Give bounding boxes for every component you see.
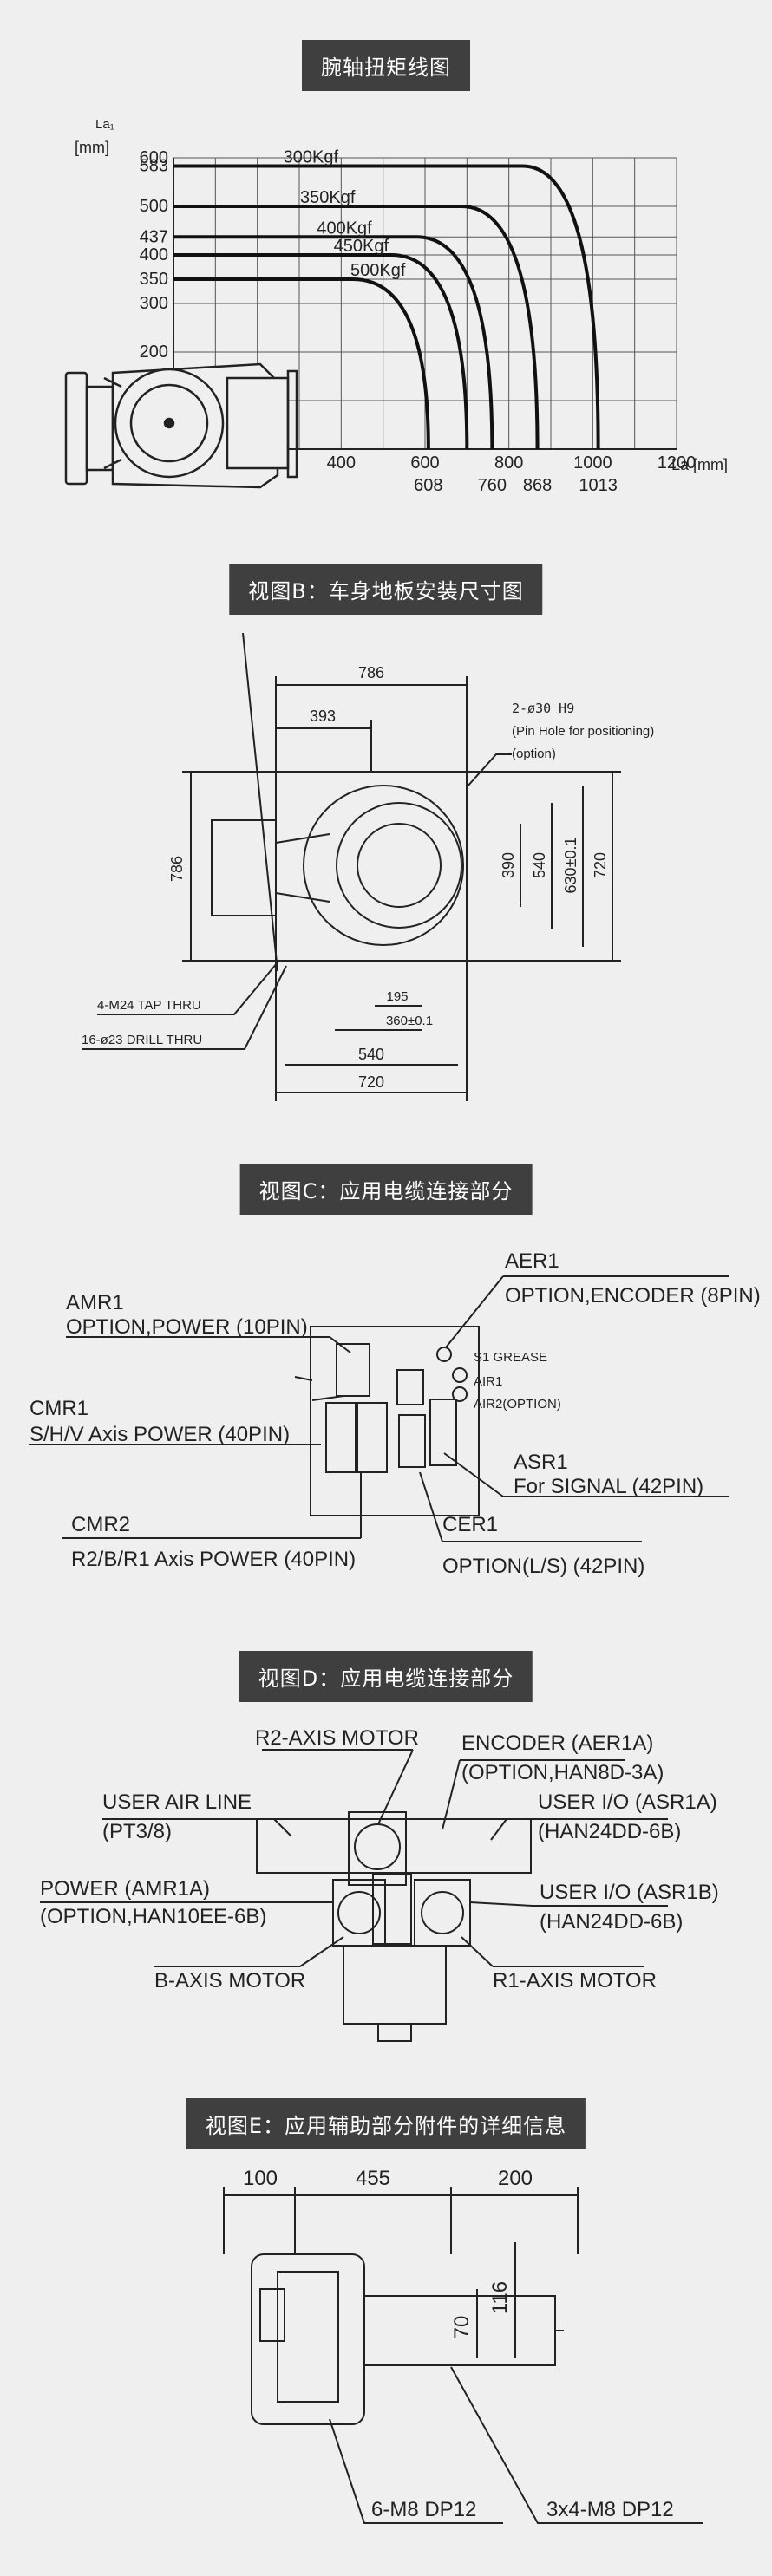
cable-d-drawing: R2-AXIS MOTOR ENCODER (AER1A) (OPTION,HA… — [40, 1726, 719, 2042]
dim-200: 200 — [498, 2167, 533, 2190]
torque-curve — [173, 277, 430, 450]
dim-630: 630±0.1 — [562, 838, 579, 894]
x-tick-label: 600 — [410, 453, 439, 473]
cmr1-title: CMR1 — [29, 1397, 88, 1420]
floor-mount-drawing: 786 393 786 2-ø30 H9 (Pin Hole for posit… — [82, 633, 654, 1101]
cmr2-desc: R2/B/R1 Axis POWER (40PIN) — [71, 1548, 356, 1571]
dim-195: 195 — [386, 989, 408, 1004]
section-title-cable-c: 视图C：应用电缆连接部分 — [239, 1164, 533, 1215]
y-tick-label: 583 — [140, 157, 168, 176]
user-io-a: USER I/O (ASR1A) — [538, 1790, 717, 1814]
aer1-title: AER1 — [505, 1249, 559, 1273]
y-axis-title: La₁ — [95, 117, 114, 132]
drill-note: 16-ø23 DRILL THRU — [82, 1033, 202, 1047]
pin-note-1: 2-ø30 H9 — [512, 701, 574, 716]
dim-455: 455 — [356, 2167, 390, 2190]
y-tick-label: 350 — [140, 270, 168, 289]
dim-720-h: 720 — [358, 1073, 384, 1091]
section-title-cable-d: 视图D：应用电缆连接部分 — [239, 1651, 533, 1702]
user-io-b-sub: (HAN24DD-6B) — [540, 1910, 683, 1934]
dim-786-left: 786 — [168, 856, 186, 882]
r1-axis-motor: R1-AXIS MOTOR — [493, 1969, 657, 1992]
aer1-desc: OPTION,ENCODER (8PIN) — [505, 1284, 761, 1308]
wrist-drawing — [64, 362, 298, 489]
dim-540-v: 540 — [531, 852, 548, 878]
r2-axis-motor: R2-AXIS MOTOR — [255, 1726, 419, 1750]
y-tick-label: 400 — [140, 245, 168, 264]
air1: AIR1 — [474, 1374, 502, 1389]
x-tick-label: 1200 — [658, 453, 697, 473]
x-tick-label-lower: 1013 — [579, 476, 618, 495]
cable-c-drawing: AMR1 OPTION,POWER (10PIN) AER1 OPTION,EN… — [29, 1249, 761, 1578]
torque-curve — [173, 164, 600, 450]
torque-curve — [173, 253, 469, 450]
section-title-torque: 腕轴扭矩线图 — [302, 40, 470, 91]
section-title-floor: 视图B：车身地板安装尺寸图 — [229, 564, 543, 615]
series-label: 400Kgf — [317, 218, 372, 238]
dim-360: 360±0.1 — [386, 1014, 433, 1028]
connector-panel — [310, 1326, 480, 1516]
dim-720-v: 720 — [592, 852, 609, 878]
cer1-title: CER1 — [442, 1513, 498, 1536]
y-tick-label: 200 — [140, 342, 168, 362]
pin-note-2: (Pin Hole for positioning) — [512, 724, 654, 739]
asr1-desc: For SIGNAL (42PIN) — [514, 1475, 703, 1498]
encoder-sub: (OPTION,HAN8D-3A) — [461, 1761, 664, 1784]
torque-curves — [173, 164, 600, 450]
x-tick-label-lower: 868 — [523, 476, 552, 495]
y-tick-label: 500 — [140, 197, 168, 216]
dim-390: 390 — [500, 852, 517, 878]
dim-70: 70 — [450, 2316, 474, 2339]
torque-curve — [173, 235, 494, 450]
power-amr1a: POWER (AMR1A) — [40, 1877, 210, 1901]
amr1-desc: OPTION,POWER (10PIN) — [66, 1315, 308, 1339]
series-label: 300Kgf — [284, 148, 339, 167]
y-tick-label: 300 — [140, 294, 168, 313]
s1-grease: S1 GREASE — [474, 1350, 547, 1365]
x-tick-label: 1000 — [573, 453, 612, 473]
cer1-desc: OPTION(L/S) (42PIN) — [442, 1555, 644, 1578]
y-tick-label: 437 — [140, 227, 168, 246]
power-amr1a-sub: (OPTION,HAN10EE-6B) — [40, 1905, 266, 1928]
dim-786-top: 786 — [358, 664, 384, 681]
user-air-line-sub: (PT3/8) — [102, 1820, 172, 1843]
b-axis-motor: B-AXIS MOTOR — [154, 1969, 305, 1992]
dim-540-h: 540 — [358, 1046, 384, 1063]
torque-chart: La₁ [mm] 600583500437400350300200100 200… — [64, 117, 728, 495]
dim-116: 116 — [488, 2281, 512, 2314]
pin-note-3: (option) — [512, 747, 556, 761]
user-io-a-sub: (HAN24DD-6B) — [538, 1820, 681, 1843]
tap-note: 4-M24 TAP THRU — [97, 998, 201, 1013]
x-tick-label-lower: 760 — [478, 476, 507, 495]
torque-curve — [173, 205, 540, 450]
series-label: 350Kgf — [300, 188, 356, 207]
series-label: 450Kgf — [334, 237, 389, 256]
section-title-aux: 视图E：应用辅助部分附件的详细信息 — [186, 2098, 586, 2149]
x-tick-label: 800 — [494, 453, 523, 473]
y-axis-unit: [mm] — [75, 139, 109, 156]
dim-393: 393 — [310, 708, 336, 725]
user-air-line: USER AIR LINE — [102, 1790, 252, 1814]
m8-note-b: 3x4-M8 DP12 — [546, 2498, 674, 2521]
encoder-label: ENCODER (AER1A) — [461, 1731, 653, 1755]
air2: AIR2(OPTION) — [474, 1397, 561, 1412]
aux-drawing: 100 455 200 70 116 6-M8 DP12 3x4-M8 DP12 — [223, 2167, 703, 2524]
user-io-b: USER I/O (ASR1B) — [540, 1881, 719, 1904]
x-tick-label-lower: 608 — [414, 476, 442, 495]
x-axis-title: La [mm] — [671, 456, 728, 473]
series-label: 500Kgf — [350, 261, 406, 280]
x-tick-label: 400 — [327, 453, 356, 473]
amr1-title: AMR1 — [66, 1291, 124, 1314]
m8-note-a: 6-M8 DP12 — [371, 2498, 476, 2521]
cmr1-desc: S/H/V Axis POWER (40PIN) — [29, 1423, 290, 1446]
cmr2-title: CMR2 — [71, 1513, 130, 1536]
dim-100: 100 — [243, 2167, 278, 2190]
y-tick-label: 600 — [140, 148, 168, 167]
asr1-title: ASR1 — [514, 1451, 568, 1474]
